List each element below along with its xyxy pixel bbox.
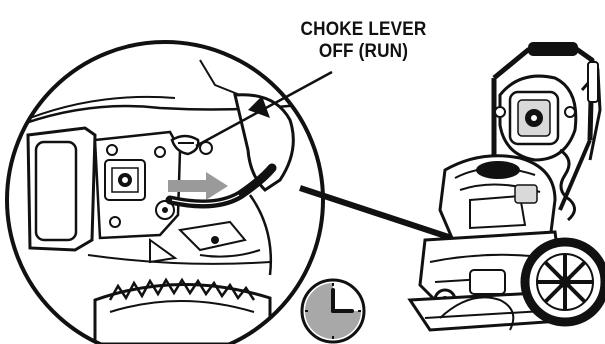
clock-icon	[302, 280, 364, 342]
pressure-washer	[410, 42, 605, 330]
choke-lever-callout: CHOKE LEVER OFF (RUN)	[291, 18, 436, 62]
wheel	[525, 242, 605, 322]
tire-tread	[95, 280, 270, 344]
callout-line-1: CHOKE LEVER	[291, 18, 436, 40]
zoom-detail-circle	[0, 0, 340, 344]
callout-line-2: OFF (RUN)	[291, 40, 436, 62]
